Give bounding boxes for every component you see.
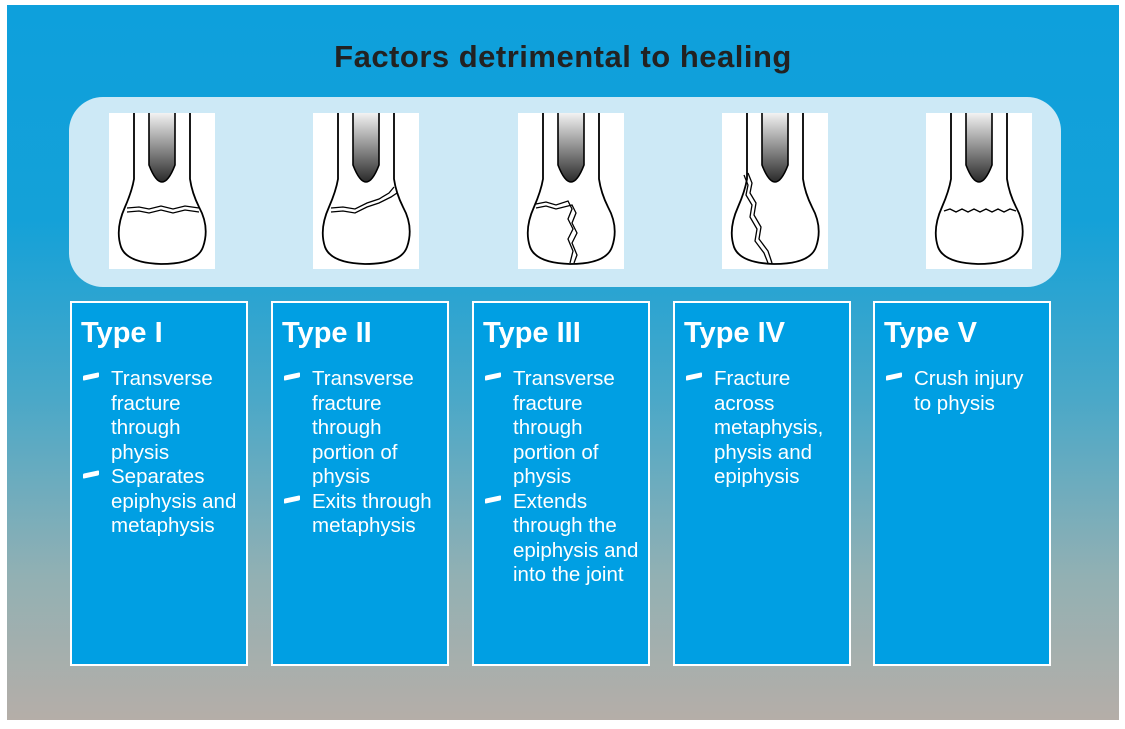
card-title: Type V — [884, 317, 977, 350]
dash-bullet-icon — [284, 372, 300, 380]
dash-bullet-icon — [284, 495, 300, 503]
bullet-list: Transverse fracture through portion of p… — [282, 367, 441, 539]
dash-bullet-icon — [83, 470, 99, 478]
list-item-text: Transverse fracture through portion of p… — [513, 367, 615, 488]
type-i-card: Type I Transverse fracture through physi… — [70, 301, 248, 666]
dash-bullet-icon — [485, 495, 501, 503]
type-ii-card: Type II Transverse fracture through port… — [271, 301, 449, 666]
dash-bullet-icon — [485, 372, 501, 380]
bullet-list: Crush injury to physis — [884, 367, 1043, 416]
card-title: Type I — [81, 317, 163, 350]
bone-type-i-icon — [109, 113, 215, 269]
list-item-text: Exits through metaphysis — [312, 490, 432, 538]
list-item-text: Transverse fracture through physis — [111, 367, 213, 464]
bone-type-v-icon — [926, 113, 1032, 269]
type-v-card: Type V Crush injury to physis — [873, 301, 1051, 666]
list-item-text: Extends through the epiphysis and into t… — [513, 490, 638, 587]
bone-type-iii-icon — [518, 113, 624, 269]
list-item: Transverse fracture through physis — [81, 367, 240, 465]
bullet-list: Transverse fracture through portion of p… — [483, 367, 642, 588]
dash-bullet-icon — [83, 372, 99, 380]
list-item: Transverse fracture through portion of p… — [282, 367, 441, 490]
list-item: Transverse fracture through portion of p… — [483, 367, 642, 490]
bone-type-ii-icon — [313, 113, 419, 269]
diagram-panel: Factors detrimental to healing — [7, 5, 1119, 720]
page-title: Factors detrimental to healing — [7, 39, 1119, 75]
bone-type-iv-icon — [722, 113, 828, 269]
card-title: Type III — [483, 317, 581, 350]
list-item: Fracture across metaphysis, physis and e… — [684, 367, 843, 490]
type-iv-card: Type IV Fracture across metaphysis, phys… — [673, 301, 851, 666]
illustration-band — [69, 97, 1061, 287]
list-item: Crush injury to physis — [884, 367, 1043, 416]
list-item: Exits through metaphysis — [282, 490, 441, 539]
list-item-text: Transverse fracture through portion of p… — [312, 367, 414, 488]
dash-bullet-icon — [886, 372, 902, 380]
dash-bullet-icon — [686, 372, 702, 380]
bullet-list: Fracture across metaphysis, physis and e… — [684, 367, 843, 490]
card-title: Type II — [282, 317, 372, 350]
bullet-list: Transverse fracture through physis Separ… — [81, 367, 240, 539]
list-item-text: Crush injury to physis — [914, 367, 1023, 415]
card-title: Type IV — [684, 317, 785, 350]
list-item-text: Fracture across metaphysis, physis and e… — [714, 367, 823, 488]
list-item: Separates epiphysis and metaphysis — [81, 465, 240, 539]
list-item-text: Separates epiphysis and metaphysis — [111, 465, 236, 537]
type-iii-card: Type III Transverse fracture through por… — [472, 301, 650, 666]
list-item: Extends through the epiphysis and into t… — [483, 490, 642, 588]
